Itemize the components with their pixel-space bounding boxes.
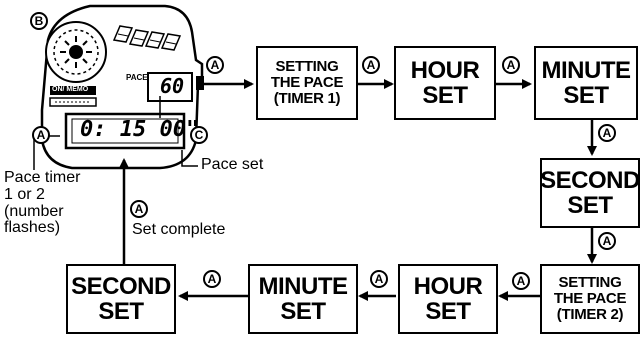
callout-set-complete: Set complete (132, 221, 226, 238)
a-button-icon: A (598, 232, 616, 250)
a-button-icon: A (206, 56, 224, 74)
a-button-icon: A (512, 272, 530, 290)
leader-pace-set (181, 150, 198, 167)
a-button-icon: A (370, 270, 388, 288)
a-button-icon: A (130, 200, 148, 218)
flow-arrows (33, 79, 597, 301)
callout-pace-set: Pace set (201, 156, 264, 173)
step-minute-set-2: MINUTE SET (248, 264, 358, 334)
watch-illustration (40, 4, 204, 170)
step-minute-set-1: MINUTE SET (534, 46, 638, 120)
watch-pace-value: 60 (160, 74, 185, 98)
a-button-icon: A (362, 56, 380, 74)
a-button-icon: A (502, 56, 520, 74)
watch-button-b-icon: B (30, 12, 48, 30)
a-button-icon: A (598, 124, 616, 142)
watch-button-a-icon: A (32, 126, 50, 144)
step-second-set-2: SECOND SET (66, 264, 176, 334)
step-hour-set-2: HOUR SET (398, 264, 498, 334)
watch-pace-label: PACE (126, 73, 148, 82)
step-setting-pace-timer2: SETTING THE PACE (TIMER 2) (540, 264, 640, 334)
watch-main-display-time: 0: 15 00" (80, 117, 200, 142)
callout-pace-timer: Pace timer 1 or 2 (number flashes) (4, 169, 81, 237)
step-hour-set-1: HOUR SET (394, 46, 496, 120)
watch-mode-label: ON/ MEMO (52, 86, 89, 93)
step-setting-pace-timer1: SETTING THE PACE (TIMER 1) (256, 46, 358, 120)
watch-button-c-icon: C (190, 126, 208, 144)
a-button-icon: A (203, 270, 221, 288)
step-second-set-1: SECOND SET (540, 158, 640, 228)
